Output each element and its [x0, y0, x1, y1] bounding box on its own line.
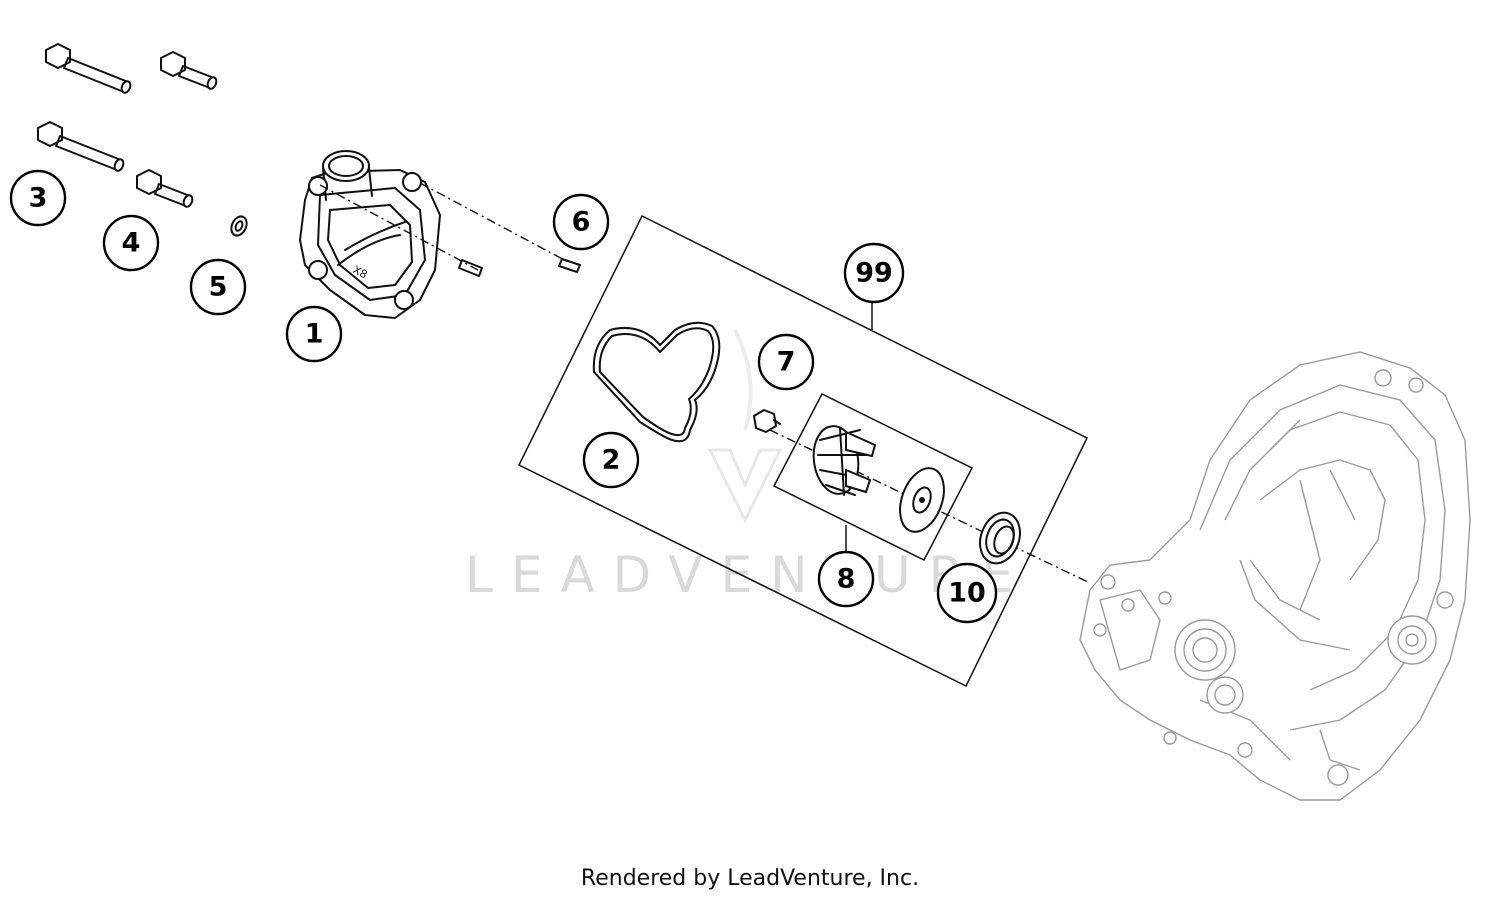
dowel-pin: [458, 259, 483, 277]
assembly-line-pin: [419, 182, 571, 264]
long-bolt-top-left: [45, 43, 132, 94]
kit-box-item-8: [772, 393, 974, 561]
nut-item-7: [753, 409, 781, 433]
render-credit-footer: Rendered by LeadVenture, Inc.: [580, 866, 920, 891]
impeller-item-8: [812, 425, 876, 496]
watermark-logo: [707, 329, 783, 524]
callout-10: 10: [936, 562, 998, 624]
callout-label: 3: [29, 183, 48, 214]
callout-6: 6: [552, 193, 610, 251]
water-pump-cover-item-1: X8: [299, 150, 441, 319]
callout-99: 99: [843, 242, 905, 304]
callout-7: 7: [757, 333, 815, 391]
short-bolt-item-4: [136, 169, 194, 208]
clutch-cover-housing: [1079, 351, 1471, 801]
callout-4: 4: [102, 214, 160, 272]
callout-label: 99: [855, 258, 893, 289]
watermark-text: LEADVENTURE: [465, 546, 1031, 604]
callout-label: 2: [602, 445, 621, 476]
callout-label: 1: [305, 319, 324, 350]
shaft-seal-item-10: [979, 511, 1021, 565]
callout-1: 1: [285, 305, 343, 363]
callout-label: 6: [572, 207, 591, 238]
callout-8: 8: [817, 550, 875, 608]
callout-label: 7: [777, 347, 796, 378]
kit-box-item-99: [517, 214, 1089, 688]
washer-item-5: [230, 215, 248, 237]
gasket-item-2: [592, 321, 721, 443]
assembly-line-cover: [319, 184, 479, 271]
dowel-pin-item-6: [558, 258, 581, 273]
svg-text:X8: X8: [351, 263, 370, 281]
long-bolt-item-3: [37, 121, 125, 172]
callout-label: 8: [837, 564, 856, 595]
callout-label: 4: [122, 228, 141, 259]
callout-label: 5: [209, 272, 228, 303]
callout-3: 3: [9, 169, 67, 227]
short-bolt-top: [160, 51, 218, 90]
callout-5: 5: [189, 258, 247, 316]
callout-2: 2: [582, 431, 640, 489]
impeller-disc: [899, 467, 945, 533]
callout-label: 10: [948, 578, 986, 609]
